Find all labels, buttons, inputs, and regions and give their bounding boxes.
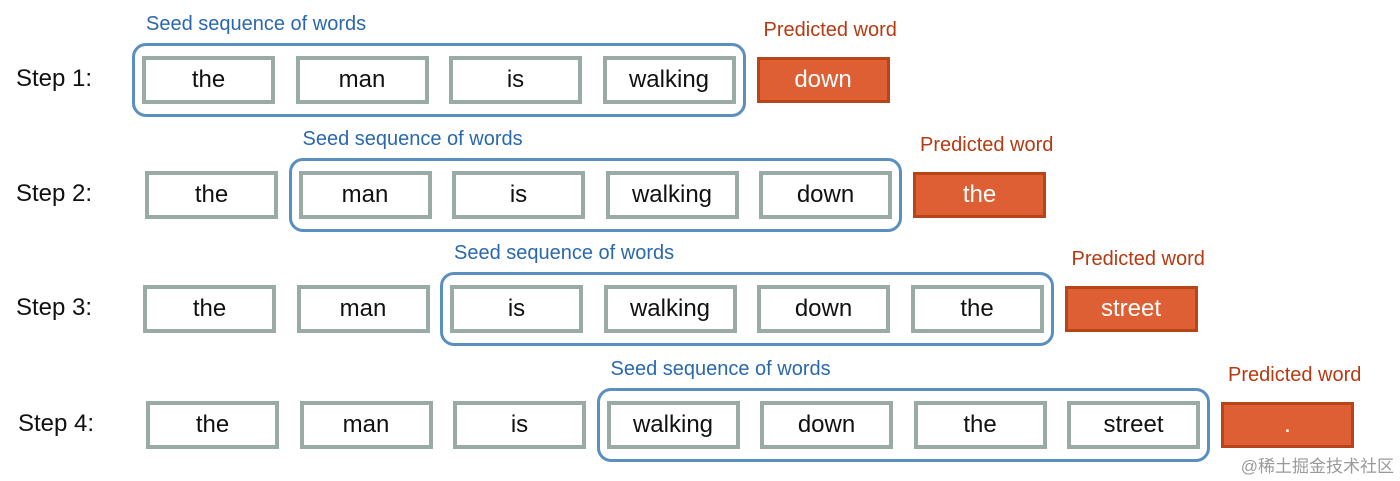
seed-sequence-label: Seed sequence of words xyxy=(610,358,831,380)
step-label: Step 2: xyxy=(16,180,93,207)
predicted-word-label: Predicted word xyxy=(763,19,897,41)
watermark: @稀土掘金技术社区 xyxy=(1240,457,1394,476)
predicted-word-label: Predicted word xyxy=(1071,248,1205,270)
word-box: is xyxy=(453,401,586,449)
seed-sequence-frame xyxy=(596,388,1210,462)
word-box: street xyxy=(1067,401,1200,449)
word-box: down xyxy=(757,285,890,333)
predicted-word-box: street xyxy=(1064,286,1198,332)
word-box: is xyxy=(449,56,582,104)
predicted-word-box: down xyxy=(756,57,890,103)
word-box: is xyxy=(450,285,583,333)
predicted-word-box: . xyxy=(1221,402,1354,448)
predicted-word-label: Predicted word xyxy=(920,134,1054,156)
predicted-word-box: the xyxy=(913,172,1046,218)
word-box: walking xyxy=(606,401,740,449)
seed-sequence-frame xyxy=(288,158,902,232)
seed-sequence-label: Seed sequence of words xyxy=(146,13,367,35)
word-box: the xyxy=(143,285,276,333)
step-label: Step 4: xyxy=(18,410,95,437)
word-box: the xyxy=(145,171,278,219)
word-box: the xyxy=(910,285,1044,333)
word-box: walking xyxy=(602,56,736,104)
word-box: man xyxy=(299,401,433,449)
word-box: man xyxy=(295,56,429,104)
seed-sequence-label: Seed sequence of words xyxy=(302,128,523,150)
predicted-word-label: Predicted word xyxy=(1228,364,1362,386)
word-box: man xyxy=(298,171,432,219)
step-label: Step 1: xyxy=(16,65,93,92)
word-box: man xyxy=(296,285,430,333)
word-box: is xyxy=(452,171,585,219)
step-label: Step 3: xyxy=(16,294,93,321)
word-box: walking xyxy=(605,171,739,219)
word-box: the xyxy=(146,401,279,449)
seed-sequence-label: Seed sequence of words xyxy=(454,242,675,264)
seed-sequence-frame xyxy=(440,272,1054,346)
word-box: the xyxy=(142,56,275,104)
word-box: walking xyxy=(603,285,737,333)
word-box: the xyxy=(913,401,1047,449)
word-box: down xyxy=(759,171,892,219)
seed-sequence-frame xyxy=(132,43,746,117)
word-box: down xyxy=(760,401,893,449)
